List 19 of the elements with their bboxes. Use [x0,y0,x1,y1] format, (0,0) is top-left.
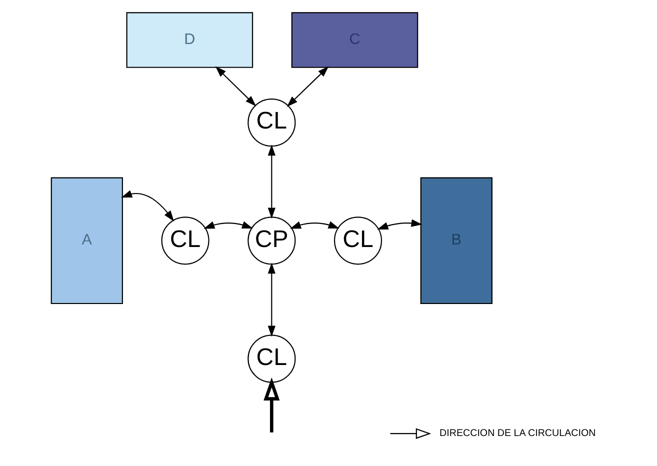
node-box: A [50,177,123,304]
arrow [290,221,340,229]
node-box: C [291,12,418,68]
arrow [204,221,253,229]
node-circle: CL [248,334,296,383]
arrow [286,66,329,107]
node-circle: CL [248,98,296,147]
node-circle: CL [161,216,210,265]
node-box: B [420,177,492,304]
arrow [264,377,280,432]
arrow [121,190,174,222]
arrow [215,66,256,106]
arrow [377,219,422,230]
legend-label: DIRECCION DE LA CIRCULACION [440,428,596,440]
arrow [268,262,276,337]
arrow [268,144,276,219]
node-circle: CL [334,216,382,265]
node-circle: CP [248,216,296,265]
node-box: D [126,12,254,68]
